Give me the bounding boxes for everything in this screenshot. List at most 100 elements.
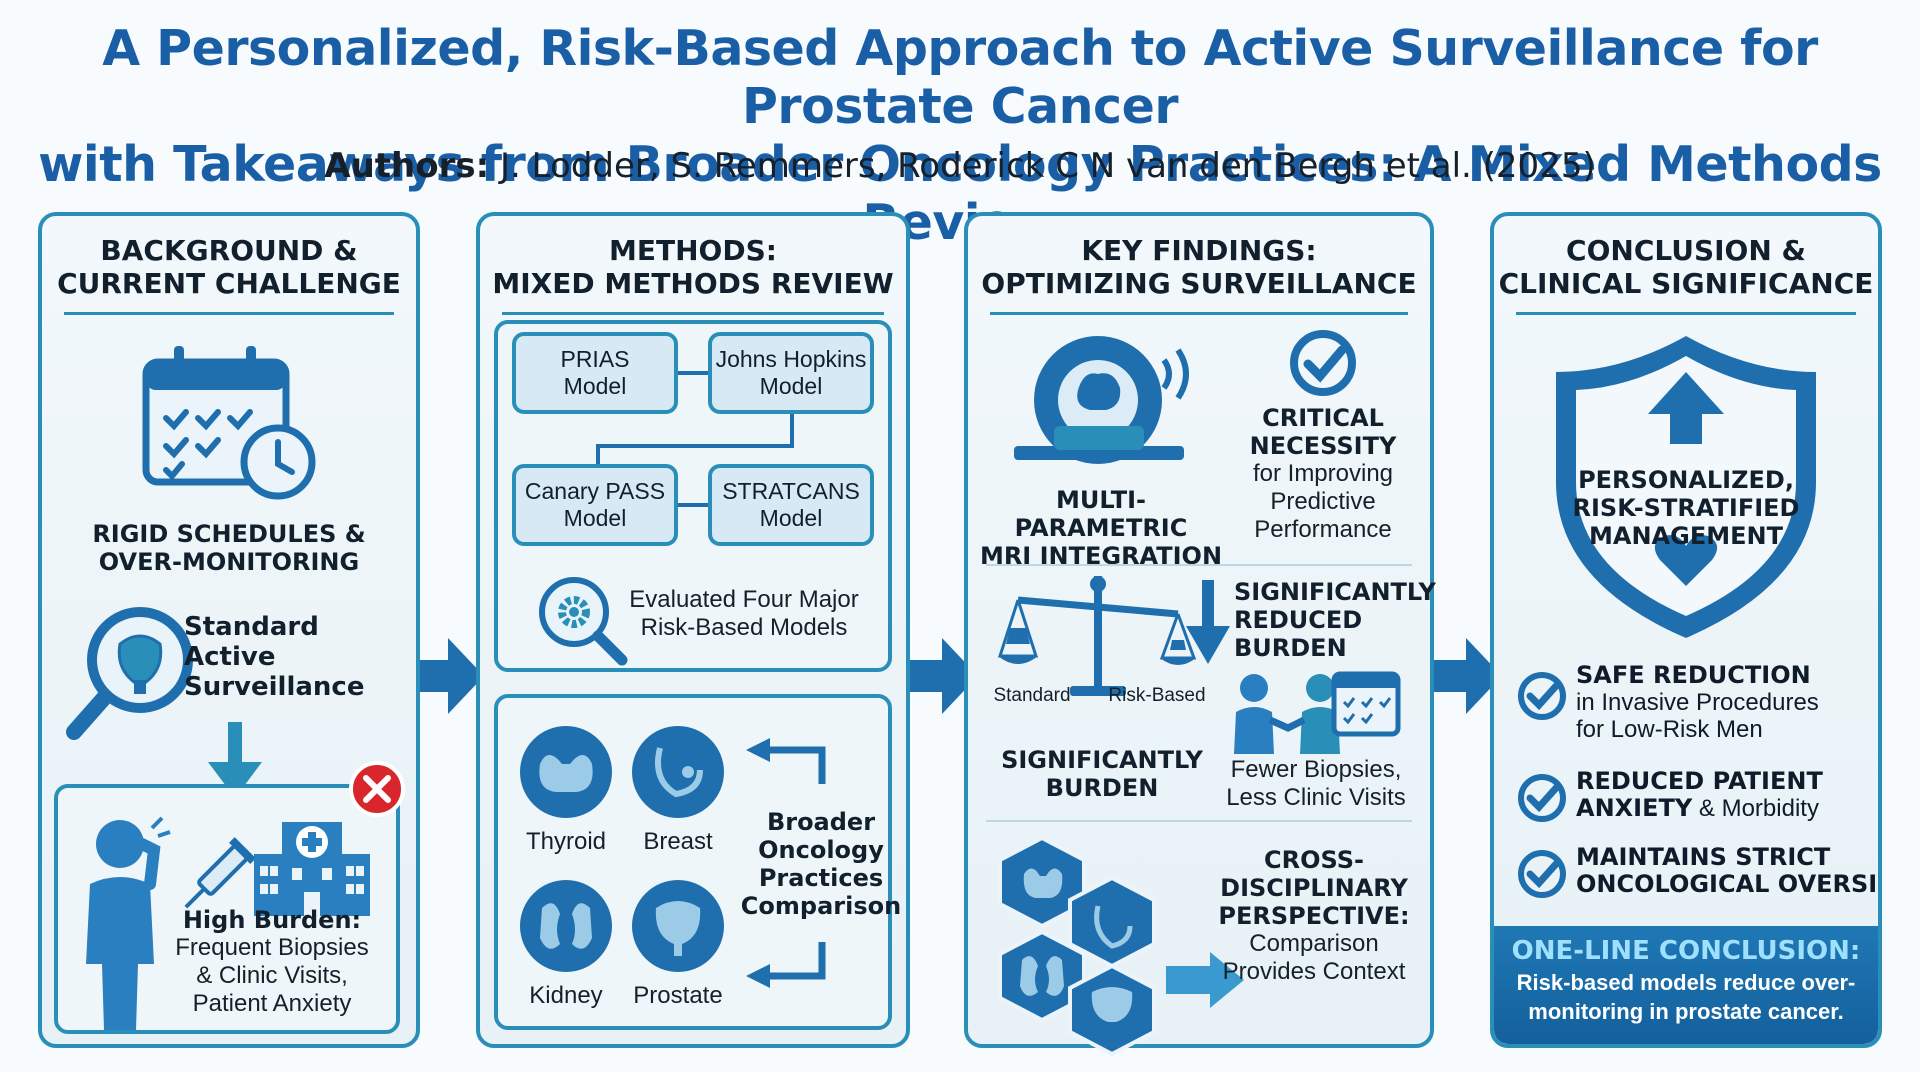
label-line: Standard <box>184 612 319 642</box>
title-line-1: A Personalized, Risk-Based Approach to A… <box>102 20 1818 135</box>
syringe-icon <box>184 837 256 909</box>
panel-title: BACKGROUND & CURRENT CHALLENGE <box>42 234 416 300</box>
hexagon-organs-icon <box>998 835 1244 1057</box>
label-line: NECESSITY <box>1249 432 1397 460</box>
model-suffix: Model <box>759 505 823 531</box>
model-suffix: Model <box>563 373 627 399</box>
conclusion-text: Risk-based models reduce over- monitorin… <box>1504 968 1868 1026</box>
thyroid-icon <box>520 726 612 818</box>
check-text: in Invasive Procedures <box>1576 689 1819 716</box>
scale-risk-based-label: Risk-Based <box>1108 685 1206 706</box>
text-line: for Improving <box>1252 460 1394 487</box>
organ-prostate-label: Prostate <box>633 982 723 1009</box>
conclusion-line: Risk-based models reduce over- <box>1516 970 1856 995</box>
arrow-right-icon <box>414 638 484 714</box>
organ-thyroid-label: Thyroid <box>525 828 607 855</box>
text-line: Comparison <box>1249 930 1379 957</box>
label-line: Surveillance <box>184 672 365 702</box>
divider <box>64 312 394 315</box>
model-suffix: Model <box>563 505 627 531</box>
gear-magnifier-icon <box>539 577 628 666</box>
comparison-bracket-icon <box>746 738 826 988</box>
standard-surveillance-label: Standard Active Surveillance <box>184 612 364 702</box>
label-line: MULTI-PARAMETRIC <box>1014 486 1188 542</box>
hospital-icon <box>254 822 370 916</box>
label-line: DISCIPLINARY <box>1220 874 1408 902</box>
breast-icon <box>632 726 724 818</box>
authors-label: Authors: <box>324 146 490 186</box>
divider <box>1516 312 1856 315</box>
model-name: PRIAS <box>560 346 630 372</box>
organ-kidney-label: Kidney <box>529 982 603 1009</box>
calendar-clock-icon <box>142 346 316 500</box>
arrow-right-icon <box>908 638 978 714</box>
balance-scale-icon <box>997 576 1197 696</box>
text-line: Provides Context <box>1222 958 1406 985</box>
label-line: SIGNIFICANTLY <box>1234 578 1436 606</box>
text-line: Frequent Biopsies <box>175 934 369 961</box>
panel-title-line: METHODS: <box>609 234 777 267</box>
organ-breast-label: Breast <box>643 828 713 855</box>
rigid-schedules-label: RIGID SCHEDULES & OVER-MONITORING <box>42 520 416 576</box>
panel-title-line: KEY FINDINGS: <box>1081 234 1317 267</box>
critical-necessity-label: CRITICAL NECESSITY for Improving Predict… <box>1208 404 1438 544</box>
arrow-right-icon <box>1432 638 1502 714</box>
divider <box>502 312 884 315</box>
text-line: Fewer Biopsies, <box>1230 756 1402 783</box>
label-line: RIGID SCHEDULES & <box>92 520 366 548</box>
model-name: STRATCANS <box>722 478 860 504</box>
text-line: Predictive <box>1270 488 1376 515</box>
panel-title: CONCLUSION & CLINICAL SIGNIFICANCE <box>1494 234 1878 300</box>
conclusion-line: monitoring in prostate cancer. <box>1528 999 1844 1024</box>
panel-title-line: CLINICAL SIGNIFICANCE <box>1498 267 1874 300</box>
check-title: REDUCED PATIENT <box>1576 767 1823 795</box>
label-line: REDUCED <box>1234 606 1363 634</box>
label-line: Active <box>184 642 276 672</box>
mri-integration-label: MULTI-PARAMETRIC MRI INTEGRATION <box>976 486 1226 570</box>
text-line: Evaluated Four Major <box>629 586 859 613</box>
scale-standard-label: Standard <box>993 685 1071 706</box>
label-line: High Burden: <box>182 906 362 934</box>
label-line: Oncology <box>758 836 884 864</box>
check-item-oversight: MAINTAINS STRICT ONCOLOGICAL OVERSIGHT <box>1576 843 1878 898</box>
check-title: ONCOLOGICAL OVERSIGHT <box>1576 870 1878 898</box>
label-line: OVER-MONITORING <box>98 548 360 576</box>
divider <box>986 820 1412 822</box>
fewer-biopsies-label: Fewer Biopsies, Less Clinic Visits <box>1198 756 1434 812</box>
panel-key-findings: KEY FINDINGS: OPTIMIZING SURVEILLANCE MU… <box>964 212 1436 1057</box>
check-circle-icon <box>1290 330 1356 396</box>
arrow-down-icon <box>1186 580 1230 664</box>
text-line: Performance <box>1254 516 1392 543</box>
text-line: Less Clinic Visits <box>1226 784 1406 811</box>
label-line: Broader <box>766 808 876 836</box>
check-circle-icon <box>1518 850 1566 898</box>
check-item-safe-reduction: SAFE REDUCTION in Invasive Procedures fo… <box>1576 662 1878 744</box>
poster-title: A Personalized, Risk-Based Approach to A… <box>0 20 1920 252</box>
panel-title: METHODS: MIXED METHODS REVIEW <box>480 234 906 300</box>
panel-title-line: CURRENT CHALLENGE <box>57 267 401 300</box>
divider <box>986 564 1412 566</box>
label-line: BURDEN <box>1234 634 1347 662</box>
title-line-2: with Takeaways from Broader Oncology Pra… <box>38 136 1882 251</box>
panel-title-line: CONCLUSION & <box>1566 234 1806 267</box>
label-line: MANAGEMENT <box>1589 522 1783 550</box>
panel-title-line: BACKGROUND & <box>100 234 358 267</box>
check-text: & Morbidity <box>1692 795 1819 822</box>
check-circle-icon <box>1518 672 1566 720</box>
significantly-burden-label: SIGNIFICANTLY BURDEN <box>982 746 1222 802</box>
kidney-icon <box>520 880 612 972</box>
stressed-person-icon <box>86 816 171 1030</box>
check-title: MAINTAINS STRICT <box>1576 843 1831 871</box>
panel-conclusion: CONCLUSION & CLINICAL SIGNIFICANCE PERSO… <box>1490 212 1882 1048</box>
authors-names: J. Lodder, S. Remmers, Roderick C N van … <box>500 146 1596 186</box>
model-connectors <box>596 371 794 507</box>
label-line: RISK-STRATIFIED <box>1572 494 1800 522</box>
label-line: CROSS- <box>1264 846 1364 874</box>
check-title: ANXIETY <box>1576 794 1693 822</box>
label-line: CRITICAL <box>1262 404 1384 432</box>
